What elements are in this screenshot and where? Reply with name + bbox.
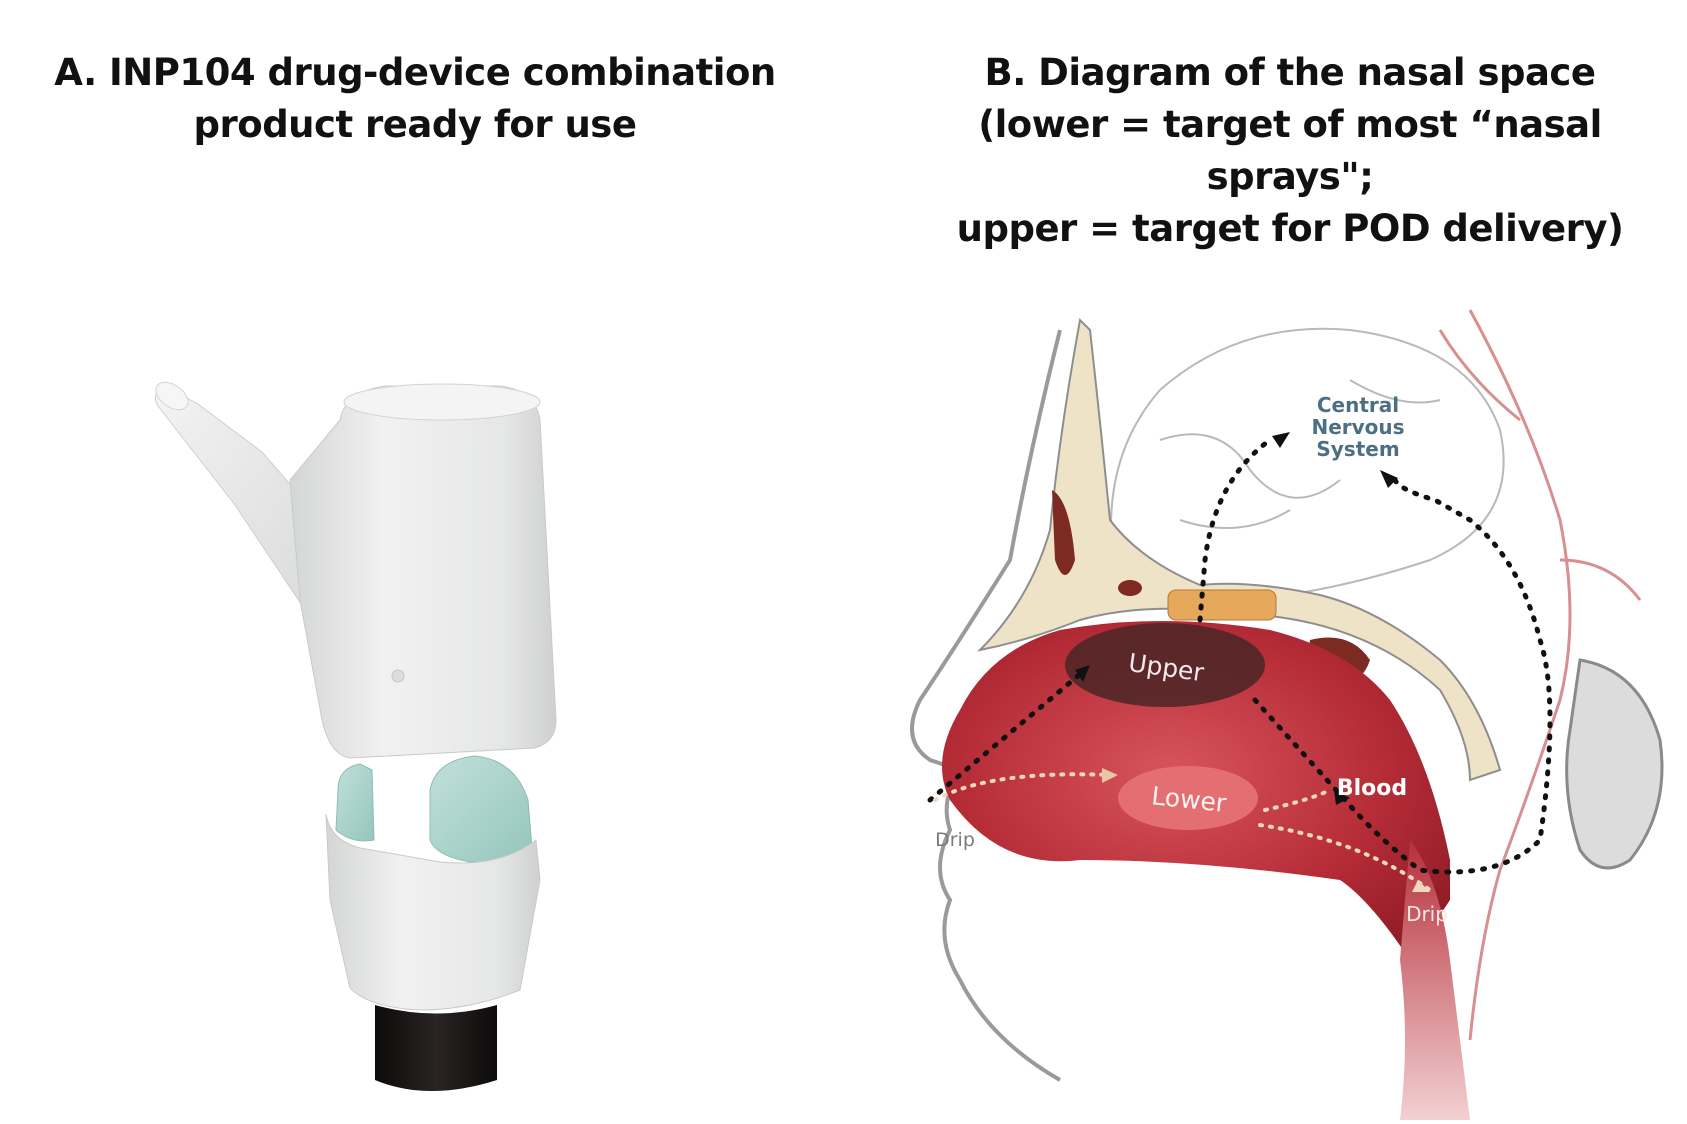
sinus-small [1118,580,1142,596]
olfactory-region [1168,590,1276,620]
label-cns-1: Central [1317,393,1399,417]
label-drip-back: Drip [1406,902,1448,926]
label-cns-2: Nervous [1311,415,1404,439]
arrowhead-cns [1272,432,1290,448]
brain-outline [1111,329,1504,600]
label-drip-front: Drip [935,829,975,851]
ear-outline [1567,660,1662,868]
label-blood: Blood [1337,776,1407,801]
label-cns-3: System [1316,437,1399,461]
arrowhead-cns-right [1380,470,1398,488]
